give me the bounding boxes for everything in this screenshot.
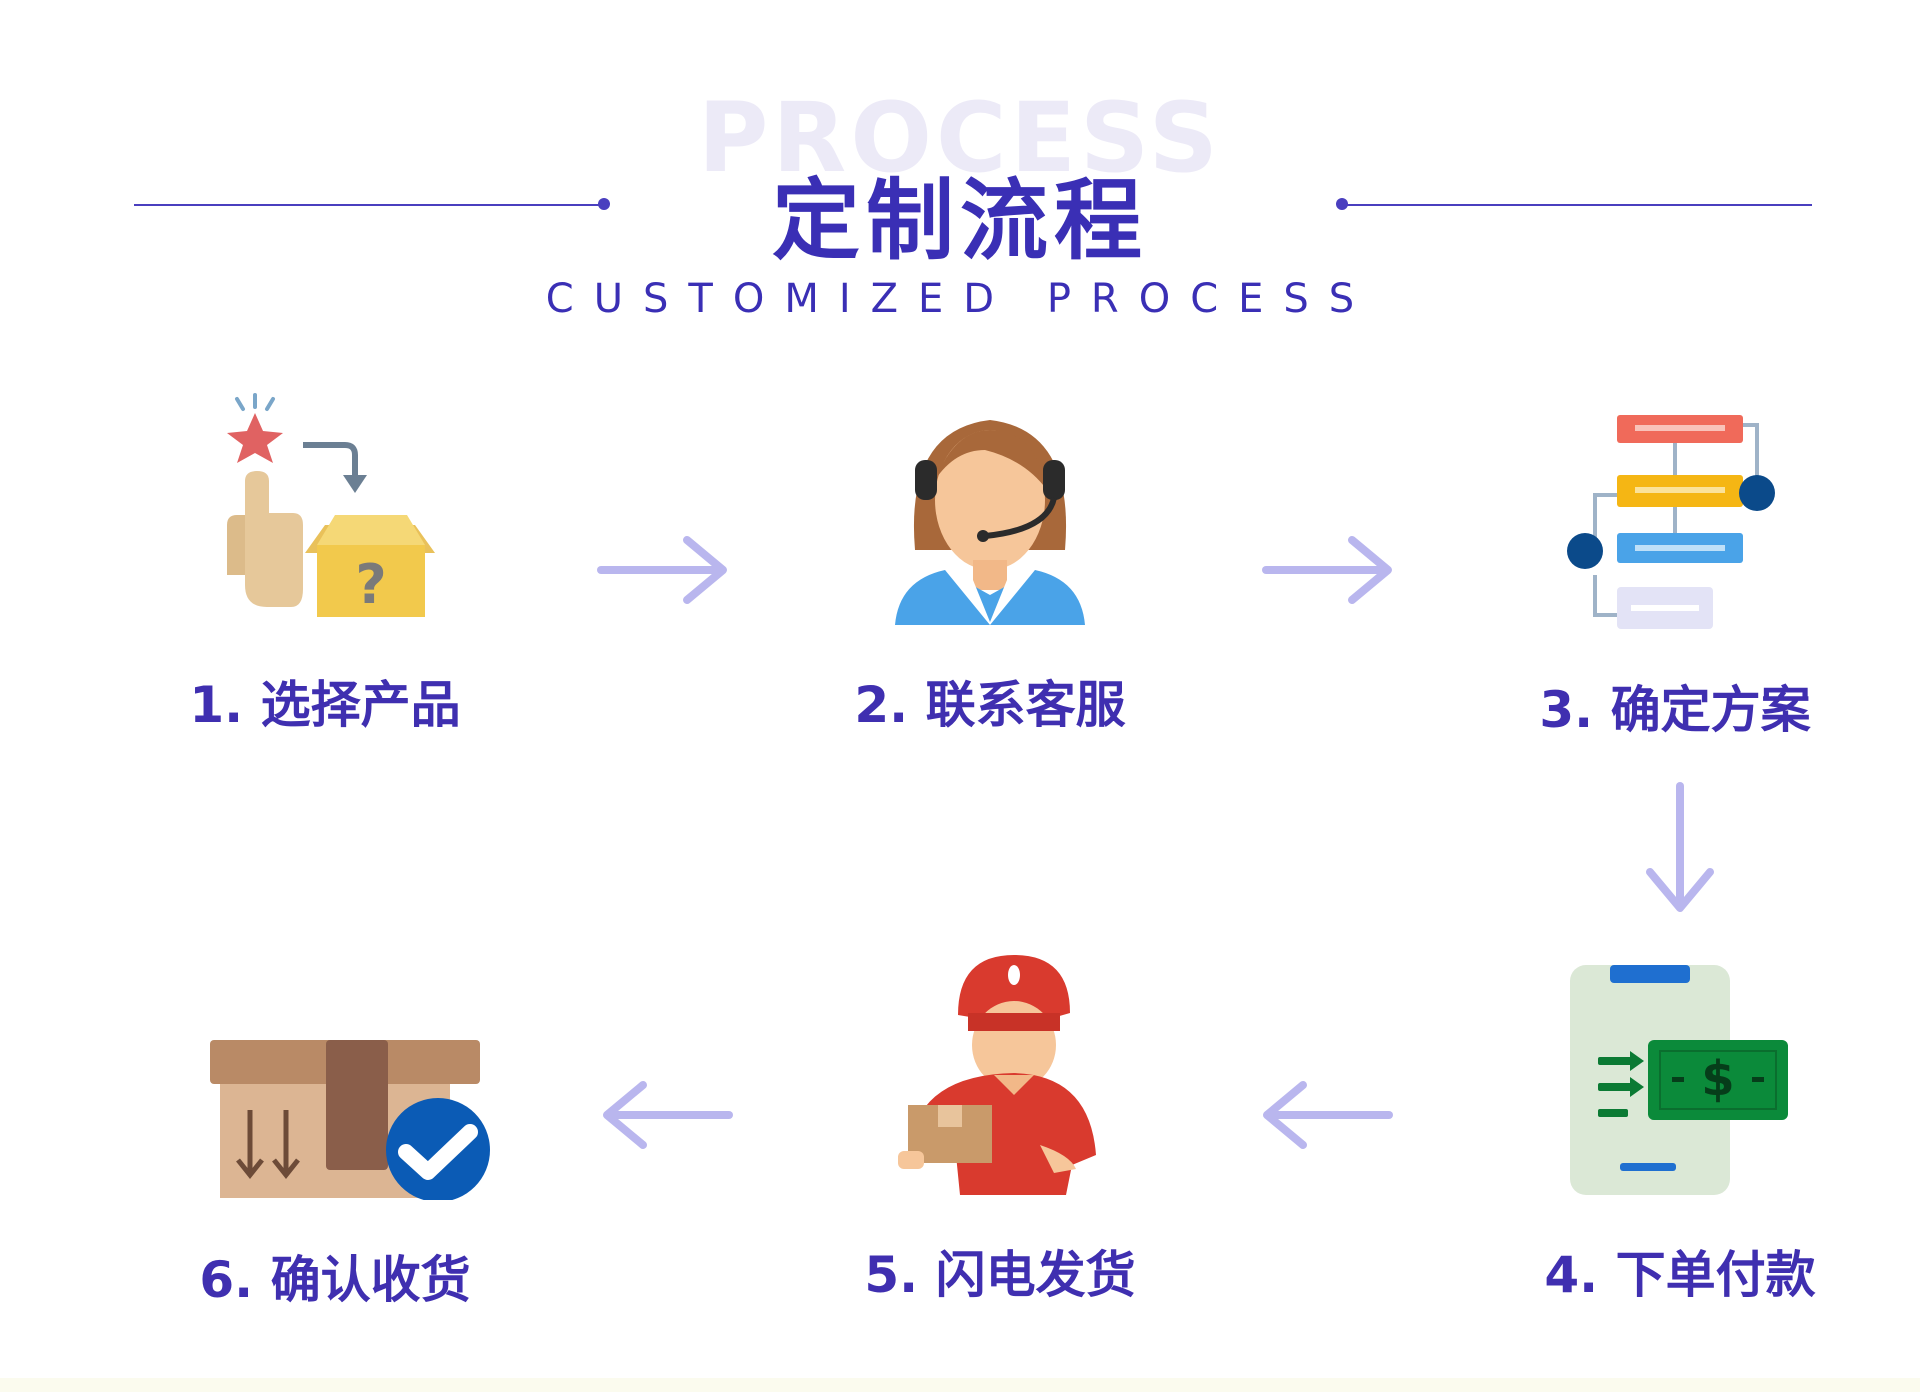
- arrow-right-2: [1262, 536, 1392, 604]
- flowchart-icon: [1567, 415, 1775, 629]
- svg-text:?: ?: [355, 553, 386, 616]
- step-4-label: 4. 下单付款: [1544, 1246, 1816, 1304]
- page-title: 定制流程: [771, 169, 1148, 272]
- customer-service-icon: [895, 420, 1085, 625]
- arrow-down: [1646, 782, 1714, 912]
- arrow-right-1: [597, 536, 727, 604]
- step-1: ? 1. 选择产品: [135, 385, 515, 737]
- step-4: $ 4. 下单付款: [1490, 965, 1870, 1307]
- arrow-left-1: [1263, 1081, 1393, 1149]
- left-divider: [134, 204, 604, 206]
- page-subtitle: CUSTOMIZED PROCESS: [545, 276, 1375, 322]
- received-box-icon: [210, 1040, 490, 1200]
- step-5: 5. 闪电发货: [810, 955, 1190, 1307]
- step-3-label: 3. 确定方案: [1539, 681, 1811, 739]
- step-2-label: 2. 联系客服: [854, 676, 1126, 734]
- watermark-text: PROCESS: [698, 82, 1222, 194]
- right-divider: [1340, 204, 1812, 206]
- step-1-label: 1. 选择产品: [189, 676, 461, 734]
- mobile-payment-icon: $: [1570, 965, 1788, 1195]
- select-product-icon: ?: [227, 393, 435, 617]
- arrow-left-2: [603, 1081, 733, 1149]
- svg-text:$: $: [1701, 1051, 1734, 1107]
- right-divider-dot: [1336, 198, 1348, 210]
- step-5-label: 5. 闪电发货: [864, 1246, 1136, 1304]
- step-6-label: 6. 确认收货: [199, 1251, 471, 1309]
- left-divider-dot: [598, 198, 610, 210]
- bottom-band: [0, 1378, 1920, 1392]
- step-3: 3. 确定方案: [1485, 415, 1865, 742]
- delivery-man-icon: [898, 955, 1096, 1195]
- step-6: 6. 确认收货: [145, 1040, 525, 1312]
- step-2: 2. 联系客服: [800, 390, 1180, 737]
